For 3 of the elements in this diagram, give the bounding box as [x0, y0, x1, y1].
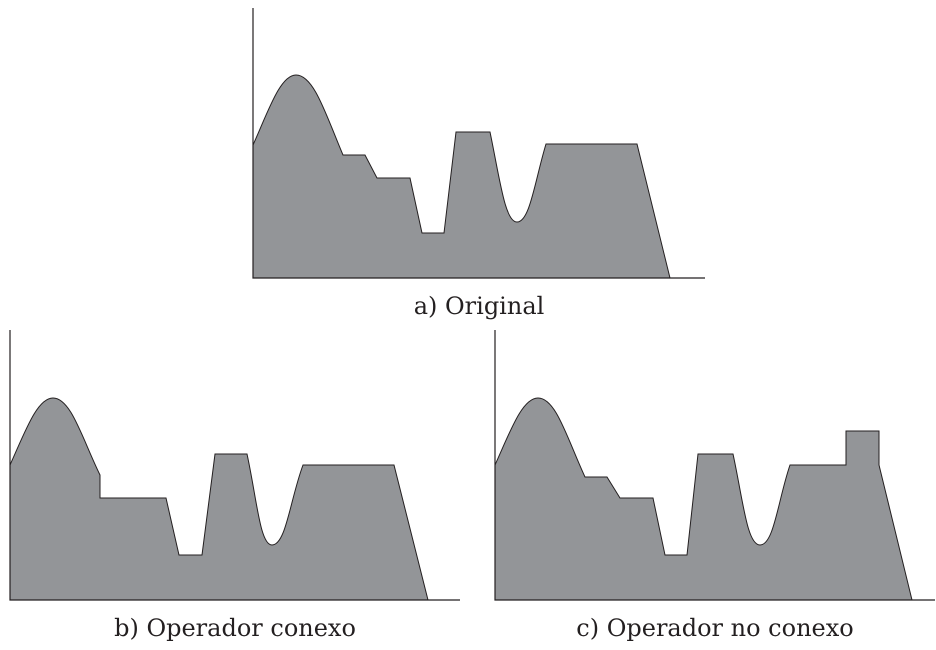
panel-caption: b) Operador conexo [114, 614, 356, 643]
panel-caption: c) Operador no conexo [576, 614, 854, 643]
panel-caption: a) Original [414, 292, 544, 321]
